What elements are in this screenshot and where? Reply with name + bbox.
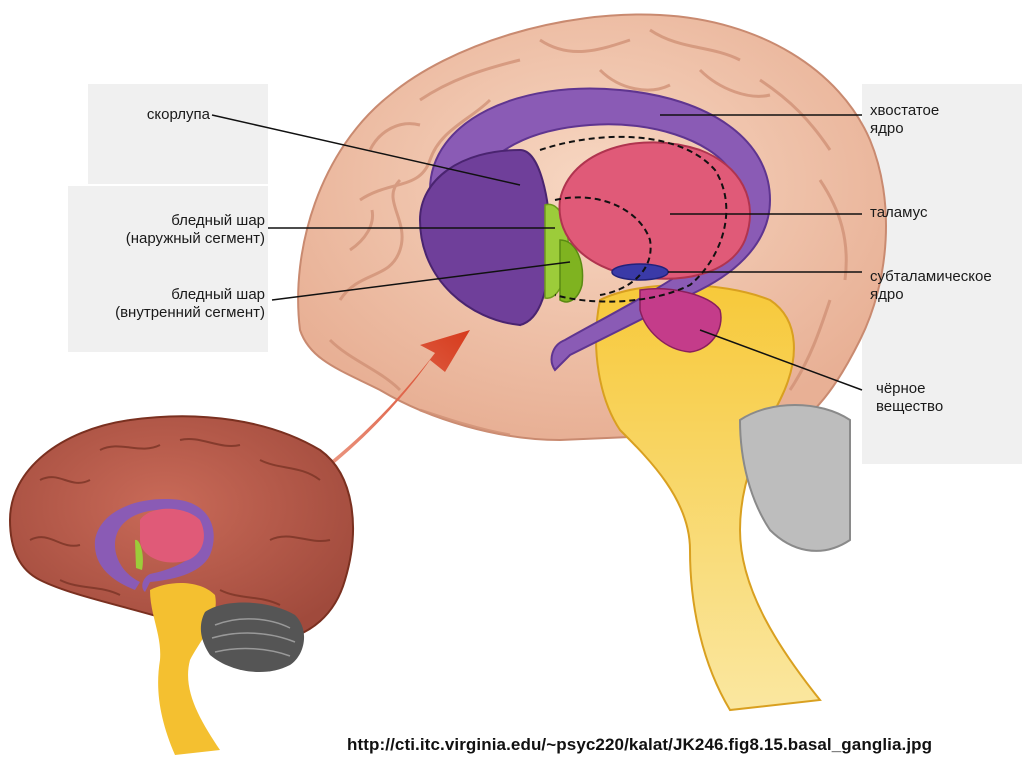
subthalamic-nucleus bbox=[612, 264, 668, 280]
label-substantia-nigra: чёрное вещество bbox=[876, 380, 943, 416]
label-panel-left-bottom bbox=[68, 186, 268, 352]
label-gp-internal: бледный шар (внутренний сегмент) bbox=[70, 286, 265, 322]
small-brain bbox=[10, 416, 353, 755]
label-subthalamic: субталамическое ядро bbox=[870, 268, 992, 304]
label-putamen: скорлупа bbox=[120, 106, 210, 124]
label-gp-external: бледный шар (наружный сегмент) bbox=[70, 212, 265, 248]
label-thalamus: таламус bbox=[870, 204, 927, 222]
source-url: http://cti.itc.virginia.edu/~psyc220/kal… bbox=[347, 735, 932, 755]
label-caudate: хвостатое ядро bbox=[870, 102, 939, 138]
thalamus bbox=[560, 142, 750, 278]
large-cerebellum bbox=[740, 405, 850, 551]
label-panel-left-top bbox=[88, 84, 268, 184]
